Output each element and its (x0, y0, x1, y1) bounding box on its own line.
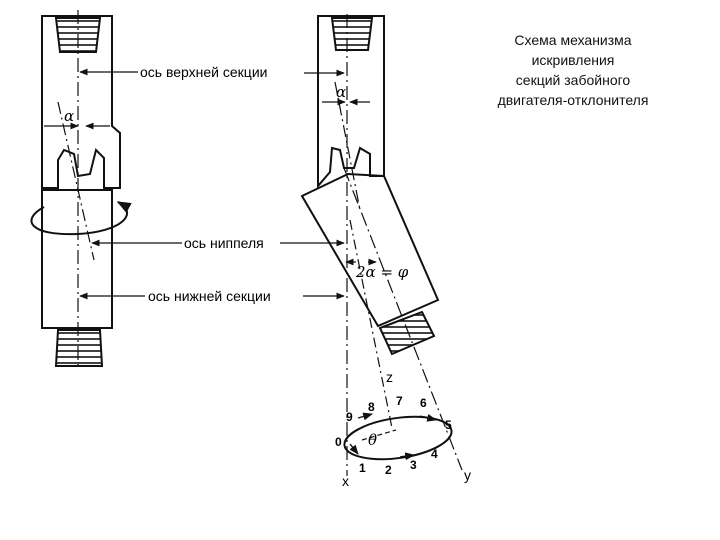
label-upper-section-axis: ось верхней секции (140, 64, 267, 80)
theta-radius (361, 429, 397, 441)
position-8: 8 (368, 400, 375, 414)
left-assembly (30, 15, 132, 367)
right-assembly (300, 15, 440, 356)
position-5: 5 (445, 418, 452, 432)
left-lower-thread (54, 329, 104, 367)
right-tilted-section (300, 172, 440, 328)
nipple-axis (57, 101, 95, 261)
right-upper-thread (330, 17, 374, 51)
theta-label: θ (368, 431, 377, 449)
z-axis-label: z (386, 369, 393, 385)
diagram-caption: Схема механизма искривления секций забой… (458, 30, 688, 110)
position-6: 6 (420, 396, 427, 410)
left-pointers (44, 68, 182, 300)
ellipse-arrows (349, 412, 437, 461)
caption-line-1: Схема механизма (514, 32, 632, 48)
position-9: 9 (346, 410, 353, 424)
right-lower-thread (378, 310, 436, 356)
caption-line-3: секций забойного (515, 72, 631, 88)
left-upper-section (41, 15, 121, 189)
z-axis (349, 219, 393, 429)
position-3: 3 (410, 458, 417, 472)
right-pointers (280, 69, 377, 300)
label-nipple-axis: ось ниппеля (184, 235, 264, 251)
right-axes (334, 14, 463, 476)
caption-line-2: искривления (531, 52, 615, 68)
bend-angle-formula: 2α = φ (355, 263, 409, 281)
right-alpha-label: α (336, 83, 346, 101)
label-lower-section-axis: ось нижней секции (148, 288, 271, 304)
position-1: 1 (359, 461, 366, 475)
y-axis-label: y (464, 467, 471, 483)
position-2: 2 (385, 463, 392, 477)
position-4: 4 (431, 447, 438, 461)
x-axis-label: x (342, 473, 349, 489)
position-7: 7 (396, 394, 403, 408)
left-alpha-label: α (64, 107, 74, 125)
position-0: 0 (335, 435, 342, 449)
caption-line-4: двигателя-отклонителя (497, 92, 649, 108)
y-axis (343, 167, 463, 471)
rotation-ellipse (343, 415, 453, 461)
left-axes (57, 10, 95, 370)
left-lower-section (41, 189, 113, 329)
